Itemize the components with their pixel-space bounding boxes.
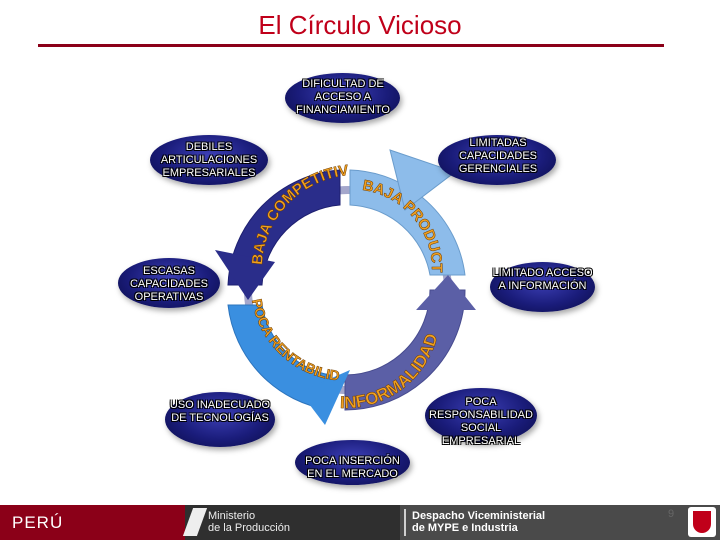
arrow-informalidad-head [416,275,476,310]
arrow-productividad-head [389,149,457,211]
footer-ministry-line1: Ministerio [208,510,256,522]
footer-divider [404,509,406,536]
node-oval-poca-resp [425,388,537,443]
node-oval-poca-insercion [295,440,410,485]
node-oval-limitado [490,262,595,312]
title-underline [38,44,664,47]
page-title: El Círculo Vicioso [258,10,462,40]
node-oval-dificultad [285,73,400,123]
arrow-rentabilidad-head [300,370,350,425]
footer-office: Despacho Viceministerial de MYPE e Indus… [412,510,545,534]
footer-country-block [0,505,185,540]
node-poca-responsabilidad: POCA RESPONSABILIDAD SOCIAL EMPRESARIAL [429,396,533,447]
node-poca-insercion: POCA INSERCIÓN EN EL MERCADO [305,455,400,480]
footer-ministry: Ministerio de la Producción [208,510,290,534]
inner-circle [275,218,419,362]
footer-country: PERÚ [12,513,64,532]
node-oval-uso [165,392,275,447]
node-escasas: ESCASAS CAPACIDADES OPERATIVAS [129,265,209,303]
arrow-informalidad [344,289,466,411]
coat-of-arms-icon [688,507,716,537]
arrow-competitividad [227,169,341,286]
node-oval-debiles [150,135,268,185]
footer-ministry-block [185,505,400,540]
node-limitadas: LIMITADAS CAPACIDADES GERENCIALES [458,137,538,175]
node-dificultad: DIFICULTAD DE ACCESO A FINANCIAMIENTO [296,78,390,116]
footer-office-block [400,505,720,540]
arrow-label-competitividad: BAJA COMPETITIVIDAD [0,0,349,266]
node-debiles: DEBILES ARTICULACIONES EMPRESARIALES [160,141,258,179]
node-oval-limitadas [438,135,556,185]
cycle-diagram: BAJA COMPETITIVIDAD BAJA PRODUCTIVIDAD I… [0,0,476,425]
node-uso-inadecuado: USO INADECUADO DE TECNOLOGÍAS [169,399,271,424]
node-oval-escasas [118,258,220,308]
footer-ministry-line2: de la Producción [208,522,290,534]
page-number: 9 [668,508,675,520]
arrow-rentabilidad [227,304,331,411]
node-limitado: LIMITADO ACCESO A INFORMACIÓN [492,267,593,292]
footer-office-line1: Despacho Viceministerial [412,510,546,522]
arrow-competitividad-head [215,250,275,300]
footer-office-line2: de MYPE e Industria [412,522,518,534]
footer-bar: PERÚ Ministerio de la Producción Despach… [0,505,720,540]
